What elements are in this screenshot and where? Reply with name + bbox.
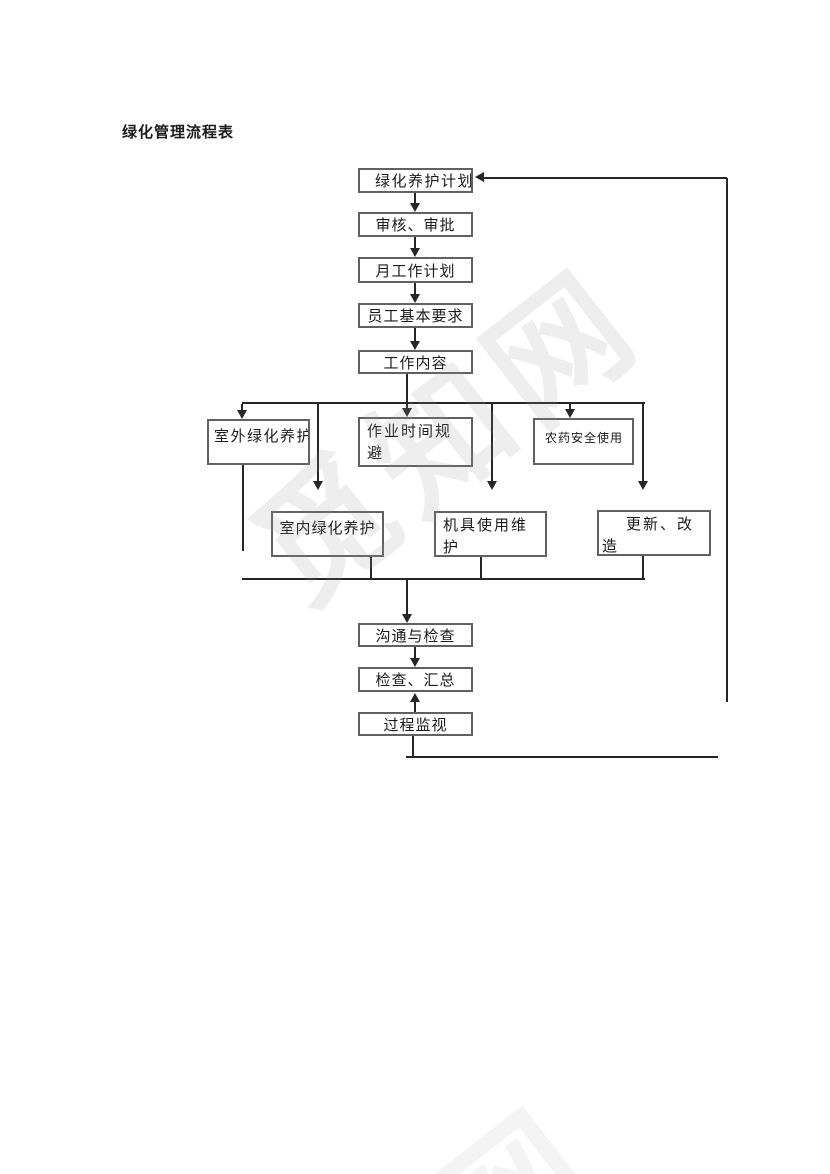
flow-node-machine-line1: 机具使用维 xyxy=(443,517,529,534)
branch-collector-line xyxy=(242,578,645,580)
edge-review-monthly-arrowhead-icon xyxy=(410,248,420,257)
edge-content-indoor-arrowhead-icon xyxy=(313,481,323,490)
feedback-right-line xyxy=(726,178,728,702)
flow-node-review: 审核、审批 xyxy=(358,212,473,237)
edge-monitor-summary-line xyxy=(414,702,416,712)
flow-node-machine: 机具使用维 护 xyxy=(434,511,547,557)
edge-content-outdoor-arrowhead-icon xyxy=(237,410,247,419)
edge-plan-review-line xyxy=(414,192,416,204)
edge-content-machine-line xyxy=(491,404,493,481)
flow-node-machine-line2: 护 xyxy=(443,539,461,556)
edge-content-outdoor-line xyxy=(241,404,243,410)
flow-node-staff-req-label: 员工基本要求 xyxy=(367,308,464,325)
branch-distribution-line xyxy=(242,402,645,404)
edge-staff-content-line xyxy=(414,328,416,342)
edge-content-pesticide-arrowhead-icon xyxy=(565,409,575,418)
edge-outdoor-collector-line xyxy=(242,465,244,551)
flow-node-pesticide-label: 农药安全使用 xyxy=(545,431,624,445)
flow-node-indoor-label: 室内绿化养护 xyxy=(279,520,376,537)
flow-node-renew-line2: 造 xyxy=(602,538,620,555)
flow-node-plan: 绿化养护计划 xyxy=(358,168,473,193)
feedback-plan-arrowhead-icon xyxy=(475,172,484,182)
edge-content-stem-line xyxy=(406,374,408,402)
flow-node-work-time-line2: 避 xyxy=(367,445,385,462)
flow-node-check-summary: 检查、汇总 xyxy=(358,667,473,692)
feedback-monitor-tail-line xyxy=(412,736,414,756)
flow-node-staff-req: 员工基本要求 xyxy=(358,303,473,328)
edge-communication-summary-arrowhead-icon xyxy=(410,658,420,667)
edge-content-machine-arrowhead-icon xyxy=(487,481,497,490)
flow-node-outdoor-label: 室外绿化养护 xyxy=(214,428,310,445)
flow-node-work-content-label: 工作内容 xyxy=(383,354,448,372)
flow-node-renew-line1: 更新、改 xyxy=(626,516,695,533)
edge-content-renew-arrowhead-icon xyxy=(638,481,648,490)
flow-node-monthly-plan: 月工作计划 xyxy=(358,257,473,283)
edge-content-worktime-arrowhead-icon xyxy=(402,408,412,417)
edge-content-renew-line xyxy=(642,404,644,481)
edge-content-worktime-line xyxy=(406,404,408,408)
flow-node-work-time-line1: 作业时间规 xyxy=(367,423,453,440)
edge-collector-communication-arrowhead-icon xyxy=(402,614,412,623)
flow-node-renew: 更新、改 造 xyxy=(597,510,711,556)
flow-node-communication-label: 沟通与检查 xyxy=(375,627,456,645)
flow-node-process-monitor: 过程监视 xyxy=(358,712,473,736)
edge-communication-summary-line xyxy=(414,647,416,658)
edge-content-pesticide-line xyxy=(569,404,571,409)
edge-renew-collector-line xyxy=(642,556,644,578)
flow-node-review-label: 审核、审批 xyxy=(375,217,456,234)
flow-node-work-time: 作业时间规 避 xyxy=(358,417,473,467)
edge-collector-communication-line xyxy=(406,580,408,614)
edge-machine-collector-line xyxy=(480,557,482,578)
flow-node-outdoor: 室外绿化养护 xyxy=(207,419,310,465)
flow-node-check-summary-label: 检查、汇总 xyxy=(375,672,456,689)
flow-node-monthly-plan-label: 月工作计划 xyxy=(375,262,456,280)
flow-node-pesticide: 农药安全使用 xyxy=(533,418,634,465)
edge-plan-review-arrowhead-icon xyxy=(410,203,420,212)
edge-review-monthly-line xyxy=(414,237,416,249)
edge-staff-content-arrowhead-icon xyxy=(410,341,420,350)
edge-indoor-collector-line xyxy=(370,557,372,578)
edge-monthly-staff-arrowhead-icon xyxy=(410,294,420,303)
flow-node-process-monitor-label: 过程监视 xyxy=(383,716,448,734)
flow-node-indoor: 室内绿化养护 xyxy=(271,511,384,557)
flow-node-plan-label: 绿化养护计划 xyxy=(375,173,473,190)
edge-content-indoor-line xyxy=(317,404,319,481)
feedback-bottom-line xyxy=(406,756,718,758)
page-title: 绿化管理流程表 xyxy=(122,124,235,141)
edge-monitor-summary-arrowhead-icon xyxy=(410,693,420,702)
feedback-top-line xyxy=(484,177,727,179)
flow-node-work-content: 工作内容 xyxy=(358,350,473,374)
watermark-partial-glyph: 网 xyxy=(379,1057,631,1174)
edge-monthly-staff-line xyxy=(414,283,416,295)
flow-node-communication: 沟通与检查 xyxy=(358,623,473,647)
